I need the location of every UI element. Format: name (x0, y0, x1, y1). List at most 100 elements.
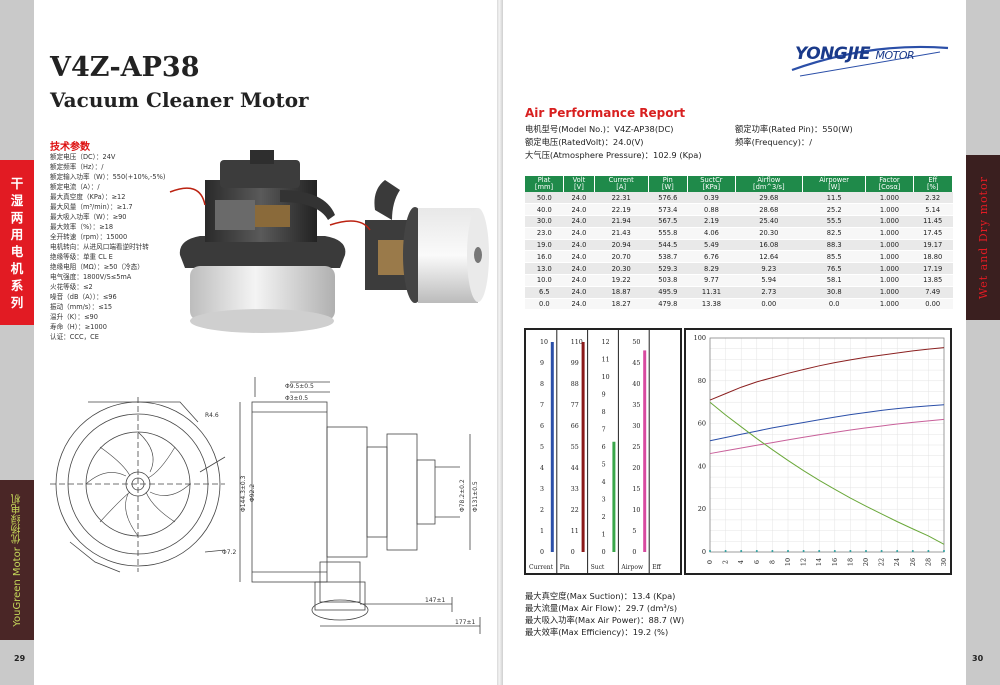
gauge-tick-label: 66 (571, 423, 579, 430)
gauge-tick-label: 1 (602, 532, 606, 539)
max-row: 最大真空度(Max Suction)：13.4 (Kpa) (525, 591, 676, 601)
spec-row: 最大真空度（KPa）：≥12 (50, 193, 126, 201)
table-cell: 55.5 (802, 215, 866, 228)
gauge-tick-label: 99 (571, 360, 579, 367)
x-tick-label: 22 (878, 558, 886, 566)
x-tick-label: 12 (800, 558, 808, 566)
table-cell: 24.0 (563, 203, 595, 217)
spec-row: 电机转向：从进风口端看逆时针转 (50, 243, 149, 251)
baseline-point (802, 550, 805, 552)
gauge-tick-label: 12 (602, 339, 610, 346)
spec-row: 火花等级：≤2 (50, 283, 93, 291)
baseline-point (787, 550, 789, 552)
gauge-bar (643, 350, 647, 552)
table-cell: 1.000 (865, 298, 913, 311)
gauge-tick-label: 10 (602, 374, 610, 381)
gauge-tick-label: 0 (540, 549, 544, 556)
table-cell: 24.0 (563, 215, 595, 228)
spec-row: 额定电流（A）：/ (50, 183, 100, 191)
side-tab-right-wet: Wet and Dry motor (966, 155, 1000, 320)
table-cell: 85.5 (802, 250, 866, 264)
technical-drawing: Φ9.5±0.5 Φ3±0.5 Φ144.3±0.3 Φ92.2 Φ78.2±0… (50, 377, 481, 634)
gauge-tick-label: 10 (540, 339, 548, 346)
series-line (709, 418, 945, 455)
spec-row: 绝缘等级：单重 CL E (50, 253, 113, 261)
table-cell: 9.77 (687, 274, 736, 287)
dim-label: Φ78.2±0.2 (459, 479, 466, 512)
baseline-point (724, 550, 727, 552)
x-tick-label: 30 (940, 558, 948, 566)
table-header-cell: Volt[V] (563, 176, 595, 192)
table-header-cell: Airflow[dm^3/s] (735, 176, 803, 192)
gauge-tick-label: 4 (602, 479, 606, 486)
gauge-tick-label: 5 (540, 444, 544, 451)
table-header-cell: Factor[Cosα] (865, 176, 914, 192)
table-cell: 16.08 (735, 239, 803, 252)
table-cell: 24.0 (563, 227, 595, 240)
baseline-point (911, 550, 914, 552)
table-cell: 21.43 (594, 227, 649, 240)
spec-row: 额定输入功率（W）：550(+10%,-5%) (50, 173, 166, 181)
baseline-point (818, 550, 821, 552)
spec-heading: 技术参数 (50, 142, 90, 153)
gauge-tick-label: 9 (540, 360, 544, 367)
page-title: V4Z-AP38 (50, 52, 200, 83)
spec-row: 额定电压（DC）：24V (50, 153, 116, 161)
spec-row: 最大效率（%）：≥18 (50, 223, 114, 231)
gauge-label: Suct (591, 564, 605, 571)
table-header-cell: Pin[W] (648, 176, 689, 192)
x-tick-label: 16 (831, 558, 839, 566)
table-cell: 1.000 (865, 227, 913, 240)
table-cell: 2.19 (687, 215, 736, 228)
gauge-tick-label: 30 (632, 423, 640, 430)
gauge-tick-label: 20 (632, 465, 640, 472)
table-cell: 538.7 (648, 250, 688, 264)
table-cell: 24.0 (563, 262, 595, 276)
table-cell: 23.0 (525, 227, 564, 240)
table-cell: 503.8 (648, 274, 688, 287)
x-tick-label: 26 (909, 558, 917, 566)
table-cell: 11.5 (802, 192, 866, 205)
side-tab-bottom (0, 640, 34, 685)
gauge-bar (581, 342, 585, 552)
side-tab-top (0, 0, 34, 160)
y-tick-label: 100 (694, 334, 706, 342)
spec-row: 寿命（H）：≥1000 (50, 323, 107, 331)
table-cell: 20.94 (594, 239, 649, 252)
table-cell: 13.85 (913, 274, 953, 287)
table-cell: 13.38 (687, 298, 736, 311)
baseline-point (709, 550, 711, 552)
dim-label: 177±1 (455, 619, 475, 626)
dim-label: Φ9.5±0.5 (285, 383, 314, 390)
dim-label: 147±1 (425, 597, 445, 604)
gauge-tick-label: 0 (632, 549, 636, 556)
side-tab-right-text: Wet and Dry motor (976, 175, 990, 300)
gauge-tick-label: 15 (632, 486, 640, 493)
table-header-row: Plat[mm]Volt[V]Current[A]Pin[W]SuctCr[KP… (525, 176, 953, 192)
gauge-tick-label: 40 (632, 381, 640, 388)
table-cell: 30.0 (525, 215, 564, 228)
table-cell: 88.3 (802, 239, 866, 252)
table-cell: 7.49 (913, 286, 953, 299)
table-cell: 20.30 (594, 262, 649, 276)
page-subtitle: Vacuum Cleaner Motor (50, 88, 309, 112)
table-header-cell: Eff[%] (913, 176, 953, 192)
max-values-list: 最大真空度(Max Suction)：13.4 (Kpa) 最大流量(Max A… (525, 590, 684, 638)
table-cell: 18.80 (913, 250, 953, 264)
max-row: 最大流量(Max Air Flow)：29.7 (dm³/s) (525, 603, 678, 613)
table-cell: 6.76 (687, 250, 736, 264)
gauge-bar (550, 342, 554, 552)
table-cell: 19.22 (594, 274, 649, 287)
freq-line: 频率(Frequency)：/ (735, 137, 813, 147)
dim-label: Φ131±0.5 (472, 481, 479, 512)
max-row: 最大吸入功率(Max Air Power)：88.7 (W) (525, 615, 685, 625)
table-cell: 40.0 (525, 203, 564, 217)
table-cell: 24.0 (563, 250, 595, 264)
x-tick-label: 20 (862, 558, 870, 566)
side-tab-char: 列 (10, 294, 24, 310)
gauge-tick-label: 2 (540, 507, 544, 514)
side-tab-char: 电 (10, 243, 24, 259)
side-tab-right-bottom (966, 640, 1000, 685)
